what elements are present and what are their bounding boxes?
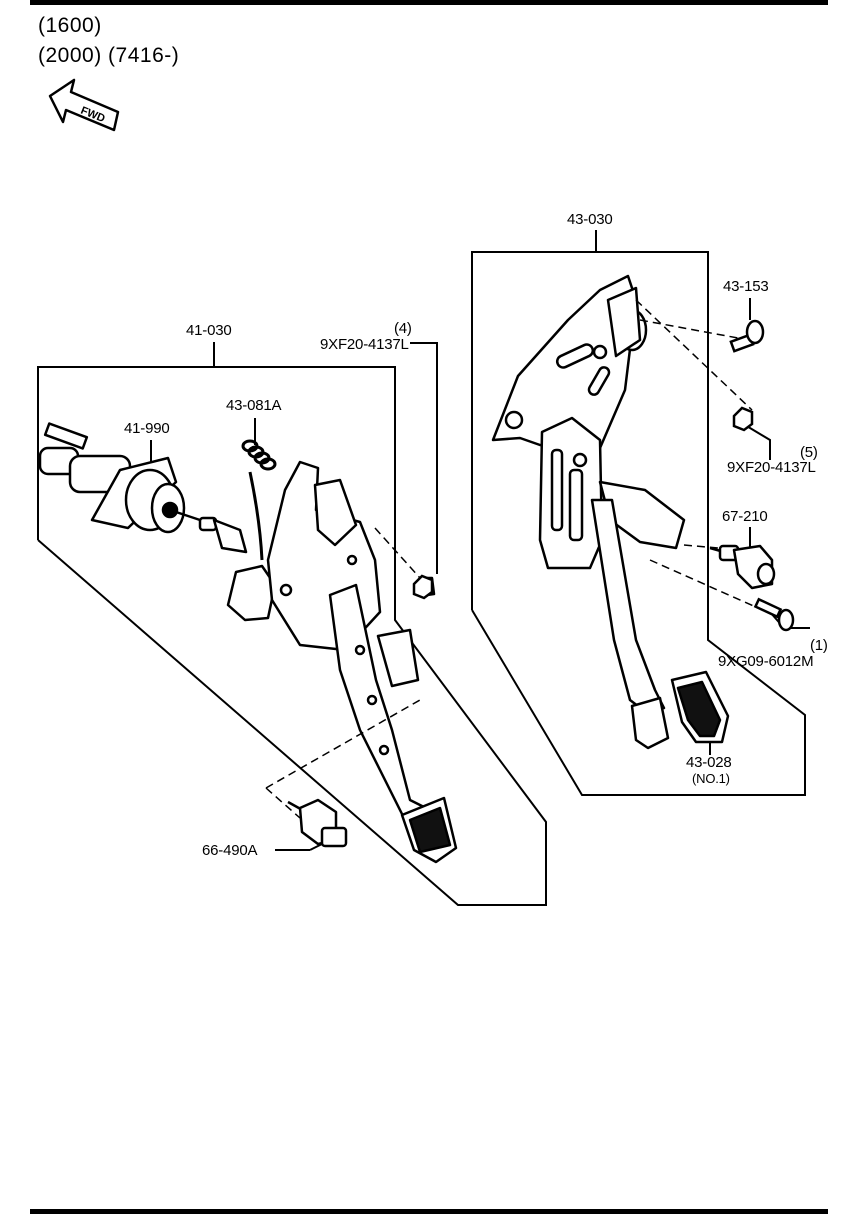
label-brake-pad-note: (NO.1) bbox=[692, 771, 730, 786]
label-screw-qty: (1) bbox=[810, 637, 828, 654]
label-clutch-nut: 9XF20-4137L bbox=[320, 336, 409, 353]
label-master-cylinder: 41-990 bbox=[124, 420, 170, 437]
brake-bracket bbox=[491, 274, 686, 570]
screw-9xg09 bbox=[753, 597, 795, 632]
label-clutch-nut-qty: (4) bbox=[394, 320, 412, 337]
label-brake-nut: 9XF20-4137L bbox=[727, 459, 816, 476]
brake-pedal bbox=[590, 498, 730, 750]
label-brake-nut-qty: (5) bbox=[800, 444, 818, 461]
clutch-pedal bbox=[226, 460, 458, 864]
top-rule bbox=[30, 0, 828, 5]
label-brake-assembly: 43-030 bbox=[567, 211, 613, 228]
header-line-2: (2000) (7416-) bbox=[38, 44, 180, 67]
label-brake-bolt: 43-153 bbox=[723, 278, 769, 295]
return-spring bbox=[241, 439, 277, 561]
bolt-43-153 bbox=[729, 319, 765, 353]
label-screw: 9XG09-6012M bbox=[718, 653, 814, 670]
stop-light-switch bbox=[709, 544, 776, 590]
label-clutch-assembly: 41-030 bbox=[186, 322, 232, 339]
bottom-rule bbox=[30, 1209, 828, 1214]
label-brake-pad: 43-028 bbox=[686, 754, 732, 771]
clutch-master-cylinder bbox=[38, 422, 248, 554]
nut-brake bbox=[732, 406, 754, 432]
clutch-switch bbox=[287, 798, 348, 848]
nut-clutch bbox=[412, 574, 434, 600]
fwd-arrow-icon: FWD bbox=[48, 78, 120, 132]
label-clutch-switch: 66-490A bbox=[202, 842, 258, 859]
clutch-leader-lines bbox=[265, 527, 421, 819]
label-stop-switch: 67-210 bbox=[722, 508, 768, 525]
header-line-1: (1600) bbox=[38, 14, 102, 37]
label-return-spring: 43-081A bbox=[226, 397, 282, 414]
